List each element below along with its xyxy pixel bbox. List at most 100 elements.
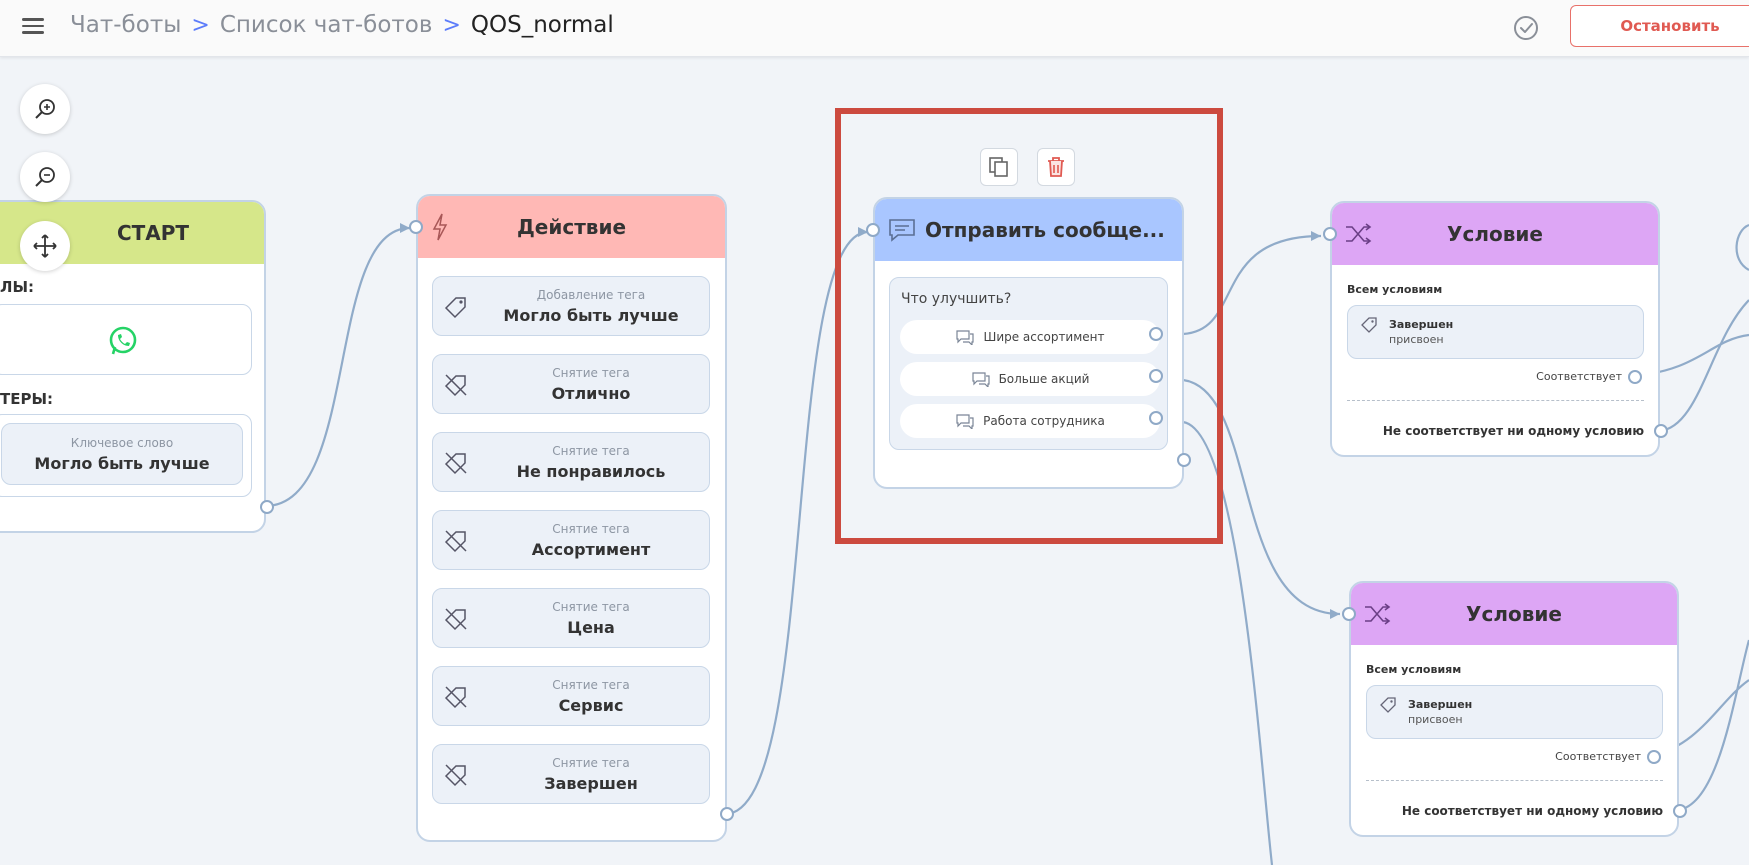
match-label: Соответствует bbox=[1555, 750, 1641, 763]
nomatch-port[interactable] bbox=[1654, 424, 1668, 438]
action-item-type: Снятие тега bbox=[552, 678, 630, 692]
tag-add-icon bbox=[444, 297, 466, 319]
send-message-node[interactable]: Отправить сообще... Что улучшить? Шире а… bbox=[866, 197, 1191, 489]
all-conditions-label: Всем условиям bbox=[1366, 663, 1462, 676]
page-title: QOS_normal bbox=[470, 12, 614, 38]
tag-remove-icon bbox=[444, 608, 467, 631]
start-node-title: СТАРТ bbox=[116, 221, 190, 245]
action-item-value: Отлично bbox=[551, 384, 631, 403]
start-output-port[interactable] bbox=[260, 500, 274, 514]
action-node[interactable]: Действие Добавление тега Могло быть лучш… bbox=[409, 194, 734, 842]
nomatch-port[interactable] bbox=[1673, 804, 1687, 818]
action-node-header: Действие bbox=[418, 196, 725, 258]
condition-card[interactable]: Завершен присвоен bbox=[1366, 685, 1663, 739]
question-block[interactable]: Что улучшить? Шире ассортимент Больше ак… bbox=[889, 277, 1168, 450]
trigger-keyword[interactable]: Ключевое слово Могло быть лучше bbox=[1, 423, 243, 485]
action-item-value: Могло быть лучше bbox=[503, 306, 679, 325]
trash-icon bbox=[1048, 157, 1064, 177]
trigger-type: Ключевое слово bbox=[70, 436, 174, 450]
copy-icon bbox=[989, 157, 1008, 177]
answer-option[interactable]: Больше акций bbox=[900, 362, 1160, 396]
action-item-type: Снятие тега bbox=[552, 522, 630, 536]
condition-tag-name: Завершен bbox=[1408, 698, 1473, 711]
tag-remove-icon bbox=[444, 452, 467, 475]
breadcrumb-chatbot-list[interactable]: Список чат-ботов bbox=[219, 12, 433, 38]
send-node-header: Отправить сообще... bbox=[875, 199, 1182, 261]
breadcrumb-chatbots[interactable]: Чат-боты bbox=[70, 12, 182, 38]
action-item-type: Снятие тега bbox=[552, 756, 630, 770]
trigger-card[interactable]: Ключевое слово Могло быть лучше bbox=[0, 414, 252, 497]
send-node-title: Отправить сообще... bbox=[925, 218, 1165, 242]
action-item[interactable]: Снятие тега Сервис bbox=[432, 666, 710, 726]
action-item-value: Ассортимент bbox=[531, 540, 651, 559]
zoom-in-icon bbox=[35, 99, 55, 119]
condition-node[interactable]: Условие Всем условиям Завершен присвоен … bbox=[1342, 581, 1687, 837]
action-item-type: Добавление тега bbox=[536, 288, 646, 302]
tag-remove-icon bbox=[444, 764, 467, 787]
answer-option[interactable]: Шире ассортимент bbox=[900, 320, 1160, 354]
action-item[interactable]: Снятие тега Отлично bbox=[432, 354, 710, 414]
breadcrumb-separator: > bbox=[191, 12, 210, 38]
chat-bubble-icon bbox=[956, 330, 975, 345]
nomatch-label: Не соответствует ни одному условию bbox=[1401, 804, 1663, 818]
answer-option[interactable]: Работа сотрудника bbox=[900, 404, 1160, 438]
chat-bubble-icon bbox=[956, 414, 974, 429]
option-port[interactable] bbox=[1149, 369, 1163, 383]
hamburger-menu-icon[interactable] bbox=[22, 14, 50, 38]
action-item[interactable]: Добавление тега Могло быть лучше bbox=[432, 276, 710, 336]
stop-button[interactable]: Остановить bbox=[1570, 5, 1749, 47]
action-input-port[interactable] bbox=[409, 220, 423, 234]
action-item-value: Цена bbox=[567, 618, 615, 637]
condition-node-header: Условие bbox=[1351, 583, 1677, 645]
condition-card[interactable]: Завершен присвоен bbox=[1347, 305, 1644, 359]
condition-input-port[interactable] bbox=[1323, 227, 1337, 241]
tag-remove-icon bbox=[444, 374, 467, 397]
action-item[interactable]: Снятие тега Завершен bbox=[432, 744, 710, 804]
match-port[interactable] bbox=[1628, 370, 1642, 384]
answer-option-label: Больше акций bbox=[998, 372, 1090, 386]
condition-tag-state: присвоен bbox=[1389, 333, 1444, 346]
action-node-title: Действие bbox=[516, 215, 627, 239]
send-output-port[interactable] bbox=[1177, 453, 1191, 467]
action-item[interactable]: Снятие тега Не понравилось bbox=[432, 432, 710, 492]
breadcrumb: Чат-боты > Список чат-ботов > QOS_normal bbox=[70, 12, 614, 38]
action-output-port[interactable] bbox=[720, 807, 734, 821]
chat-bubble-icon bbox=[971, 372, 990, 387]
action-item-value: Сервис bbox=[558, 696, 624, 715]
condition-tag-state: присвоен bbox=[1408, 713, 1463, 726]
answer-option-label: Шире ассортимент bbox=[983, 330, 1105, 344]
action-item[interactable]: Снятие тега Ассортимент bbox=[432, 510, 710, 570]
copy-node-button[interactable] bbox=[980, 148, 1018, 186]
move-icon bbox=[33, 234, 57, 258]
action-item-type: Снятие тега bbox=[552, 600, 630, 614]
action-item-type: Снятие тега bbox=[552, 444, 630, 458]
lightning-icon bbox=[432, 213, 448, 241]
action-item[interactable]: Снятие тега Цена bbox=[432, 588, 710, 648]
condition-node-header: Условие bbox=[1332, 203, 1658, 265]
condition-node[interactable]: Условие Всем условиям Завершен присвоен … bbox=[1323, 201, 1668, 457]
channel-card[interactable] bbox=[0, 304, 252, 375]
option-port[interactable] bbox=[1149, 411, 1163, 425]
nomatch-label: Не соответствует ни одному условию bbox=[1382, 424, 1644, 438]
top-bar: Чат-боты > Список чат-ботов > QOS_normal… bbox=[0, 0, 1749, 57]
condition-input-port[interactable] bbox=[1342, 607, 1356, 621]
zoom-in-button[interactable] bbox=[20, 84, 70, 134]
divider bbox=[1347, 400, 1644, 401]
breadcrumb-separator: > bbox=[442, 12, 461, 38]
zoom-out-button[interactable] bbox=[20, 152, 70, 202]
message-icon bbox=[889, 219, 915, 242]
condition-node-title: Условие bbox=[1466, 602, 1562, 626]
match-label: Соответствует bbox=[1536, 370, 1622, 383]
send-input-port[interactable] bbox=[866, 223, 880, 237]
shuffle-icon bbox=[1365, 603, 1391, 625]
tag-remove-icon bbox=[444, 530, 467, 553]
match-port[interactable] bbox=[1647, 750, 1661, 764]
answer-option-label: Работа сотрудника bbox=[983, 414, 1105, 428]
move-canvas-button[interactable] bbox=[20, 221, 70, 271]
question-text: Что улучшить? bbox=[901, 291, 1012, 307]
start-node[interactable]: СТАРТ ЛЫ: ТЕРЫ: Ключевое слово Могло быт… bbox=[0, 200, 274, 533]
option-port[interactable] bbox=[1149, 327, 1163, 341]
divider bbox=[1366, 780, 1663, 781]
delete-node-button[interactable] bbox=[1037, 148, 1075, 186]
check-circle-icon[interactable] bbox=[1512, 14, 1540, 42]
